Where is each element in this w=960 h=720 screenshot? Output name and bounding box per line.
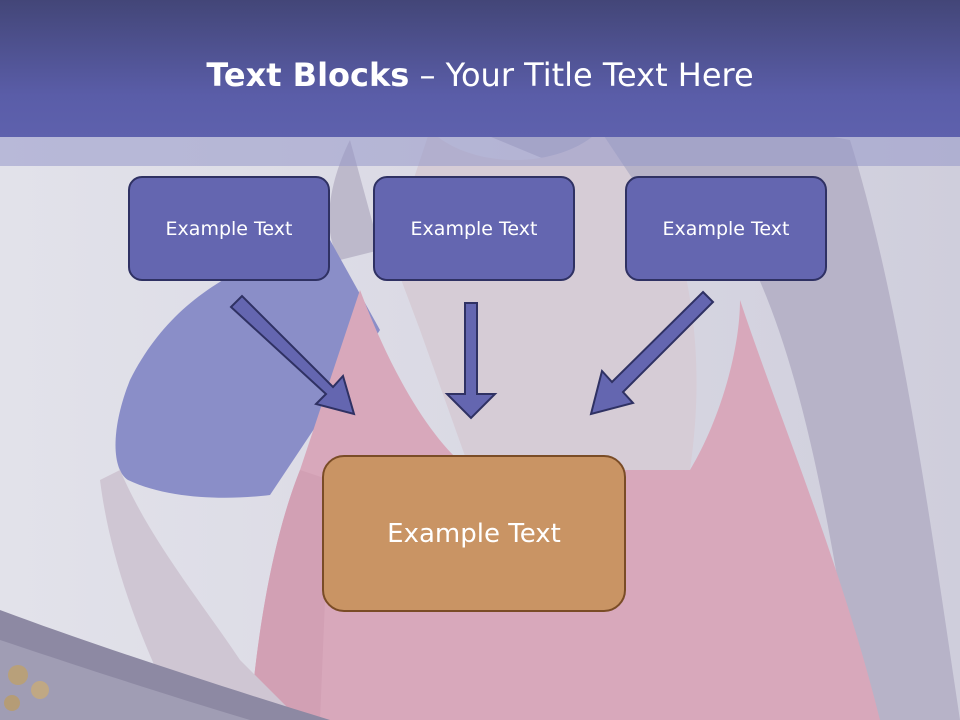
title-separator: – — [409, 56, 446, 94]
text-block-center[interactable]: Example Text — [373, 176, 575, 281]
text-block-right[interactable]: Example Text — [625, 176, 827, 281]
result-text-block-label: Example Text — [387, 518, 561, 549]
text-block-left[interactable]: Example Text — [128, 176, 330, 281]
title-band — [0, 137, 960, 166]
slide-title: Text Blocks – Your Title Text Here — [0, 54, 960, 96]
text-block-left-label: Example Text — [165, 217, 293, 240]
title-rest-part: Your Title Text Here — [445, 56, 754, 94]
result-text-block[interactable]: Example Text — [322, 455, 626, 612]
title-bold-part: Text Blocks — [206, 56, 410, 94]
title-bar — [0, 0, 960, 137]
text-block-center-label: Example Text — [410, 217, 538, 240]
text-block-right-label: Example Text — [662, 217, 790, 240]
